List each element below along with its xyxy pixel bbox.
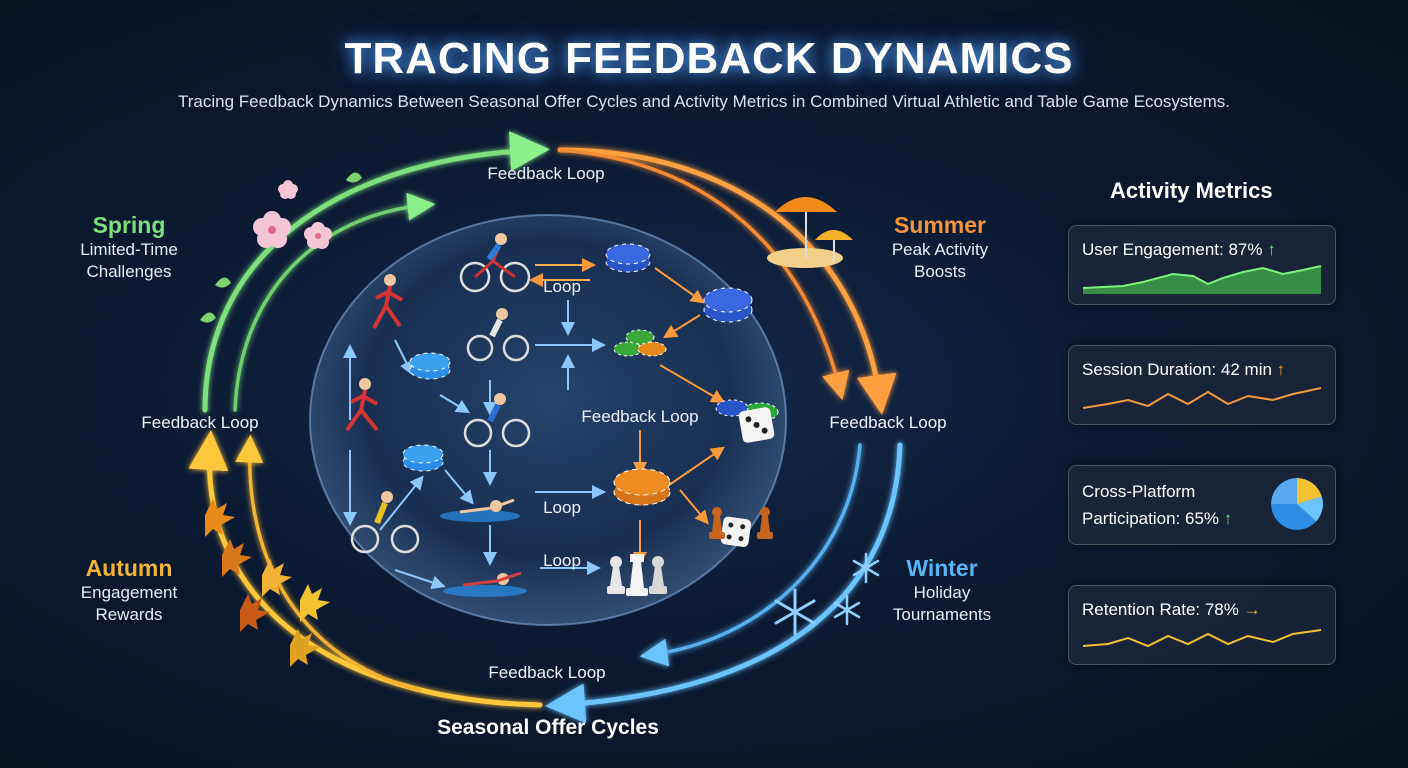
season-autumn-line1: Engagement bbox=[80, 583, 178, 602]
loop-label-2: Loop bbox=[543, 498, 581, 517]
ecosystem-sphere bbox=[309, 214, 787, 626]
page-title: TRACING FEEDBACK DYNAMICS bbox=[344, 34, 1074, 83]
arrow-up-icon: ↑ bbox=[1223, 509, 1233, 528]
beach-umbrella-icon bbox=[767, 197, 853, 268]
metric-label: Participation: 65% bbox=[1082, 509, 1220, 528]
page-subtitle: Tracing Feedback Dynamics Between Season… bbox=[178, 92, 1230, 111]
arrow-up-icon: ↑ bbox=[1267, 240, 1276, 259]
sparkline-session-duration bbox=[1083, 387, 1322, 409]
cyclist-icon bbox=[350, 491, 420, 554]
activity-metrics-title: Activity Metrics bbox=[1110, 178, 1273, 203]
metric-label: Cross-Platform bbox=[1082, 482, 1196, 501]
arrow-right-icon: → bbox=[1243, 600, 1261, 619]
chess-pieces-icon bbox=[607, 507, 773, 596]
season-winter-line2: Tournaments bbox=[892, 605, 992, 624]
seasonal-arcs bbox=[188, 131, 903, 724]
swimmer-icon bbox=[440, 498, 520, 522]
loop-label-3: Loop bbox=[543, 551, 581, 570]
runner-icon bbox=[372, 274, 403, 329]
metric-label: User Engagement: 87% bbox=[1082, 240, 1263, 259]
dice-icon bbox=[720, 407, 775, 547]
loop-label-1: Loop bbox=[543, 277, 581, 296]
metric-card-cross-platform: Cross-Platform Participation: 65% ↑ bbox=[1068, 465, 1336, 545]
maple-leaf-icon bbox=[205, 499, 330, 667]
snowflake-icon bbox=[774, 552, 880, 636]
feedback-loop-bottom-label: Feedback Loop bbox=[488, 663, 606, 682]
poker-chips-icon bbox=[402, 243, 779, 506]
season-spring-line2: Challenges bbox=[86, 262, 172, 281]
pie-chart-icon bbox=[1271, 478, 1323, 530]
sparkline-user-engagement bbox=[1083, 265, 1322, 294]
season-summer: Summer Peak Activity Boosts bbox=[892, 212, 988, 283]
runner-icon bbox=[345, 378, 379, 432]
season-autumn-name: Autumn bbox=[85, 555, 173, 581]
season-winter: Winter Holiday Tournaments bbox=[893, 555, 991, 626]
feedback-loop-left-label: Feedback Loop bbox=[141, 413, 259, 432]
season-winter-name: Winter bbox=[906, 555, 978, 581]
metric-card-retention-rate: Retention Rate: 78% → bbox=[1068, 585, 1336, 665]
seasonal-offer-cycles-label: Seasonal Offer Cycles bbox=[437, 716, 659, 739]
season-autumn-line2: Rewards bbox=[95, 605, 163, 624]
season-spring-line1: Limited-Time bbox=[80, 240, 178, 259]
sparkline-retention-rate bbox=[1083, 629, 1322, 648]
season-winter-line1: Holiday bbox=[913, 583, 971, 602]
season-autumn: Autumn Engagement Rewards bbox=[81, 555, 177, 626]
season-spring-name: Spring bbox=[92, 212, 166, 238]
season-summer-name: Summer bbox=[893, 212, 987, 238]
cyclist-icon bbox=[463, 393, 531, 448]
metric-card-user-engagement: User Engagement: 87% ↑ bbox=[1068, 225, 1336, 305]
metric-label: Session Duration: 42 min bbox=[1082, 360, 1272, 379]
cherry-blossom-icon bbox=[200, 172, 362, 323]
season-summer-line2: Boosts bbox=[914, 262, 966, 281]
inner-flow-arrows bbox=[343, 258, 726, 590]
season-spring: Spring Limited-Time Challenges bbox=[80, 212, 178, 283]
metric-label: Retention Rate: 78% bbox=[1082, 600, 1239, 619]
feedback-loop-top-label: Feedback Loop bbox=[487, 164, 605, 183]
season-summer-line1: Peak Activity bbox=[891, 240, 989, 259]
feedback-loop-center-label: Feedback Loop bbox=[581, 407, 699, 426]
cyclist-icon bbox=[466, 308, 530, 362]
feedback-loop-right-label: Feedback Loop bbox=[829, 413, 947, 432]
metric-card-session-duration: Session Duration: 42 min ↑ bbox=[1068, 345, 1336, 425]
arrow-up-icon: ↑ bbox=[1276, 360, 1286, 379]
cyclist-icon bbox=[459, 233, 531, 293]
swimmer-icon bbox=[443, 571, 527, 597]
